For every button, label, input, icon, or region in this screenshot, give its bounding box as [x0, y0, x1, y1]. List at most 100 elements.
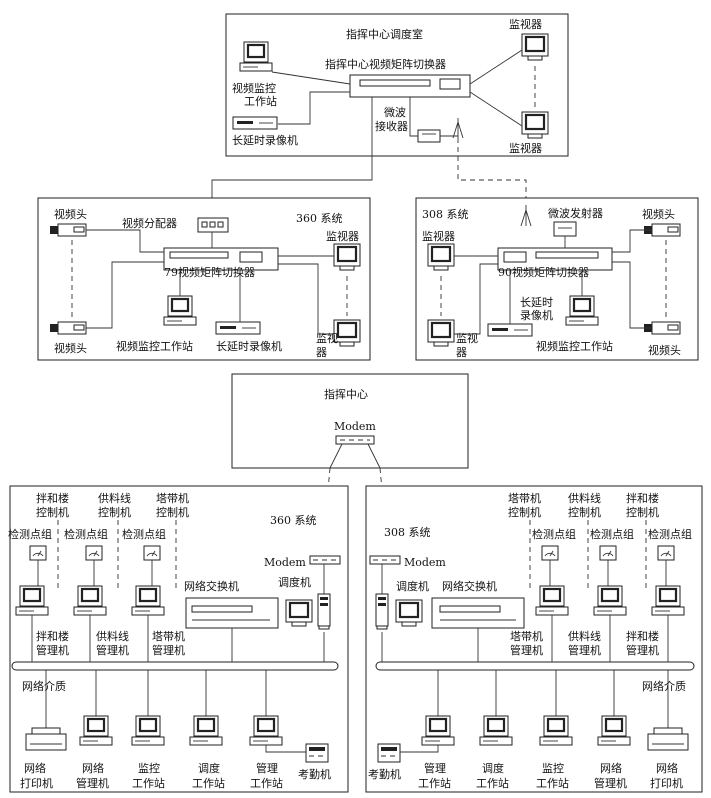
camera-308-bottom-label: 视频头 [648, 343, 681, 357]
net-308-system-label: 308 系统 [384, 526, 431, 539]
modem-360-label: Modem [264, 556, 306, 569]
matrix-switcher [349, 74, 471, 98]
command-center-title: 指挥中心 [324, 387, 368, 401]
mgmt-station-360-icon [248, 714, 284, 747]
bottom-308-1-line1: 考勤机 [368, 767, 401, 781]
manager-308-2-line1: 供料线 [568, 629, 601, 643]
dispatcher-308-tower-icon [375, 593, 389, 630]
switch-308-label: 网络交换机 [442, 579, 497, 593]
attendance-308-icon [377, 743, 401, 763]
bottom-360-5-line2: 工作站 [250, 776, 283, 790]
controller-308-1-line1: 塔带机 [508, 491, 541, 505]
monitor-label-top: 监视器 [509, 17, 542, 31]
switcher-79-label: 79视频矩阵切换器 [164, 265, 255, 279]
switcher-90-label: 90视频矩阵切换器 [498, 265, 589, 279]
manager-308-1-line1: 塔带机 [510, 629, 543, 643]
gauge-308-3-icon [657, 545, 675, 561]
bottom-360-4-line1: 调度 [198, 761, 220, 775]
controller-308-2-line1: 供料线 [568, 491, 601, 505]
sensor-group-308-3: 检测点组 [648, 527, 692, 541]
workstation-360-icon [162, 294, 198, 327]
workstation-308-label: 视频监控工作站 [536, 339, 613, 353]
video-splitter [197, 217, 229, 233]
workstation-360-label: 视频监控工作站 [116, 339, 193, 353]
dispatcher-360-label: 调度机 [278, 575, 311, 589]
network-bus-360 [11, 661, 339, 671]
command-center: 指挥中心 Modem [231, 373, 469, 469]
workstation-308-icon [564, 294, 600, 327]
switch-360-label: 网络交换机 [184, 579, 239, 593]
recorder-label: 长延时录像机 [232, 133, 298, 147]
medium-360-label: 网络介质 [22, 679, 66, 693]
manager-308-1-icon [534, 584, 570, 617]
manager-360-1-icon [14, 584, 50, 617]
manager-360-2-icon [72, 584, 108, 617]
antenna-308-icon [520, 205, 532, 227]
gauge-360-2-icon [85, 545, 103, 561]
bottom-360-1-line2: 打印机 [20, 776, 53, 790]
network-bus-308 [375, 661, 695, 671]
manager-308-3-icon [650, 584, 686, 617]
dispatcher-360-monitor-icon [284, 598, 314, 628]
monitor-360-top-icon [332, 242, 362, 272]
bottom-308-2-line2: 工作站 [418, 776, 451, 790]
controller-360-3-line2: 控制机 [156, 505, 189, 519]
printer-308-icon [647, 727, 689, 751]
net-360-system-label: 360 系统 [270, 514, 317, 527]
transmitter-label: 微波发射器 [548, 206, 603, 220]
manager-308-1-line2: 管理机 [510, 643, 543, 657]
manager-360-1-line2: 管理机 [36, 643, 69, 657]
net-manager-308-icon [596, 714, 632, 747]
matrix-switcher-79 [163, 247, 279, 271]
printer-360-icon [25, 727, 67, 751]
recorder-308-icon [487, 323, 533, 337]
modem-360 [309, 555, 341, 565]
video-system-360: 360 系统 视频分配器 视频头 视频头 79视频矩阵切换器 监视器 监视 器 … [37, 197, 371, 361]
monitor-top-label-308: 监视器 [422, 229, 455, 243]
monitor-bottom-label-308-2: 器 [456, 346, 467, 359]
controller-308-3-line1: 拌和楼 [626, 491, 659, 505]
splitter-label: 视频分配器 [122, 216, 177, 230]
controller-360-1-line1: 拌和楼 [36, 491, 69, 505]
recorder-360-label: 长延时录像机 [216, 339, 282, 353]
bottom-308-3-line2: 工作站 [476, 776, 509, 790]
manager-360-3-line1: 塔带机 [152, 629, 185, 643]
modem-308 [369, 555, 401, 565]
medium-308-label: 网络介质 [642, 679, 686, 693]
system-360-label: 360 系统 [296, 212, 343, 225]
dispatch-station-308-icon [478, 714, 514, 747]
network-system-360: 360 系统 拌和楼 控制机 供料线 控制机 塔带机 控制机 检测点组 检测点组… [8, 485, 349, 793]
recorder-308-label-2: 录像机 [520, 308, 553, 322]
monitor-308-top-icon [426, 242, 456, 272]
gauge-360-1-icon [29, 545, 47, 561]
sensor-group-308-2: 检测点组 [590, 527, 634, 541]
antenna-icon [452, 118, 464, 139]
bottom-308-4-line2: 工作站 [536, 776, 569, 790]
controller-360-2-line1: 供料线 [98, 491, 131, 505]
bottom-308-6-line1: 网络 [656, 761, 678, 775]
bottom-360-3-line2: 工作站 [132, 776, 165, 790]
center-modem-label: Modem [334, 420, 376, 433]
net-manager-360-icon [78, 714, 114, 747]
video-workstation-icon [238, 40, 274, 73]
manager-360-2-line1: 供料线 [96, 629, 129, 643]
monitor-label-bottom: 监视器 [509, 141, 542, 155]
bottom-360-1-line1: 网络 [24, 761, 46, 775]
manager-360-3-line2: 管理机 [152, 643, 185, 657]
sensor-group-360-3: 检测点组 [122, 527, 166, 541]
monitor-top-label-360: 监视器 [326, 229, 359, 243]
manager-360-3-icon [130, 584, 166, 617]
dispatcher-308-label: 调度机 [396, 579, 429, 593]
monitor-bottom-icon [520, 110, 550, 140]
manager-308-3-line2: 管理机 [626, 643, 659, 657]
microwave-transmitter [553, 221, 577, 237]
monitor-top-icon [520, 32, 550, 62]
matrix-switcher-label: 指挥中心视频矩阵切换器 [325, 57, 446, 71]
network-system-308: 308 系统 Modem 调度机 网络交换机 塔带机 控制机 供料线 控制机 拌… [365, 485, 703, 793]
network-switch-308 [431, 597, 525, 629]
bottom-360-2-line1: 网络 [82, 761, 104, 775]
recorder-icon [232, 116, 278, 130]
sensor-group-308-1: 检测点组 [532, 527, 576, 541]
controller-308-1-line2: 控制机 [508, 505, 541, 519]
recorder-360-icon [215, 321, 261, 335]
